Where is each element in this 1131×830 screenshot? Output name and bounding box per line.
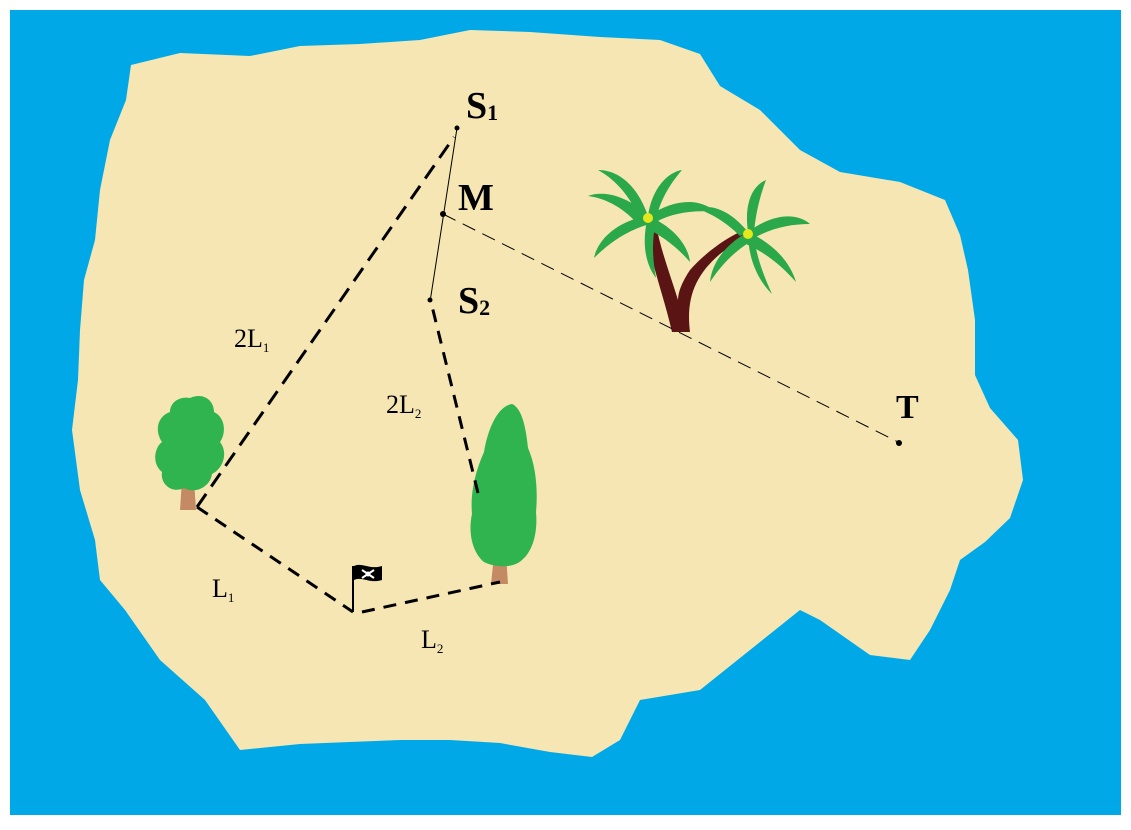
path-m-t bbox=[442, 213, 901, 444]
cypress-tree-icon bbox=[470, 404, 537, 584]
path-flag-tree2 bbox=[361, 580, 501, 614]
path-tree2-s2 bbox=[429, 301, 480, 494]
label-l1: L1 bbox=[212, 574, 234, 605]
label-t: T bbox=[896, 389, 919, 426]
label-s1: S1 bbox=[466, 85, 498, 127]
palm-trees-icon bbox=[588, 170, 810, 332]
path-tree1-s1 bbox=[195, 136, 456, 508]
tree-canopy bbox=[155, 395, 225, 491]
tree-canopy bbox=[470, 404, 537, 567]
path-tree1-flag bbox=[196, 505, 354, 614]
label-m: M bbox=[458, 177, 494, 219]
label-l2: L2 bbox=[421, 625, 443, 656]
label-2l2: 2L2 bbox=[386, 390, 421, 421]
thick-dashed-paths bbox=[195, 136, 501, 614]
point-t bbox=[896, 440, 902, 446]
label-s2: S2 bbox=[458, 280, 490, 322]
deciduous-tree-icon bbox=[155, 395, 225, 510]
point-s1 bbox=[454, 125, 460, 131]
palm-fronds bbox=[588, 170, 810, 294]
flag-skull bbox=[365, 571, 371, 577]
island bbox=[72, 30, 1023, 757]
point-m bbox=[440, 211, 446, 217]
point-s2 bbox=[427, 297, 433, 303]
pirate-flag-icon bbox=[352, 564, 382, 612]
coconut bbox=[643, 213, 653, 223]
coconut bbox=[743, 229, 753, 239]
palm-trunk bbox=[646, 224, 748, 332]
label-2l1: 2L1 bbox=[234, 324, 269, 355]
